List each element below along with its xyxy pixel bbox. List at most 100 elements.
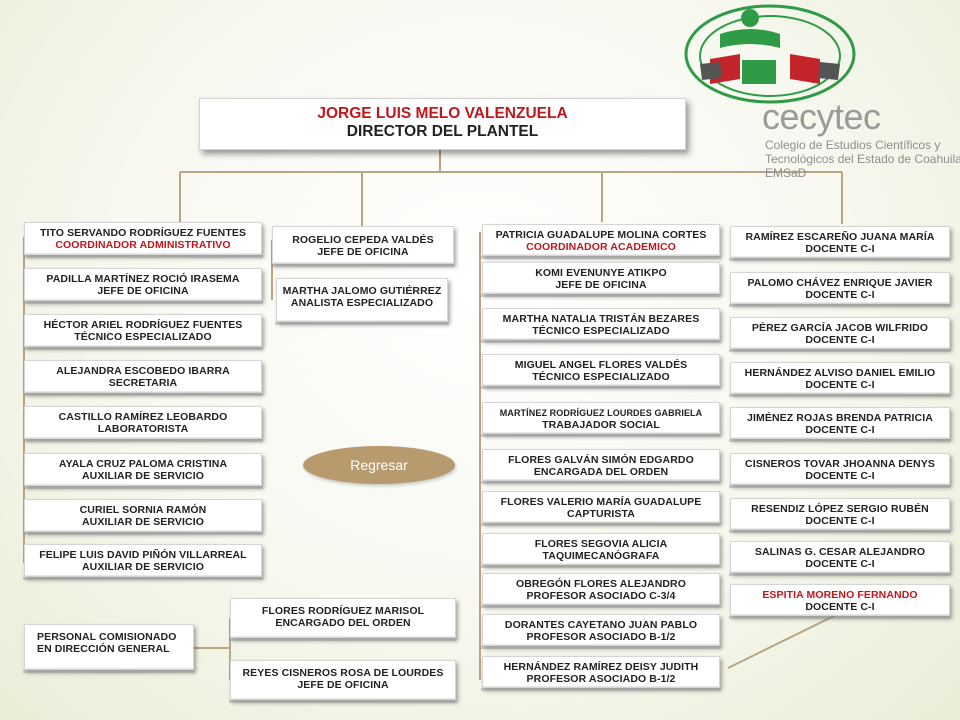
staff-box: RAMÍREZ ESCAREÑO JUANA MARÍA DOCENTE C-I bbox=[729, 226, 951, 261]
staff-box: FLORES RODRÍGUEZ MARISOL ENCARGADO DEL O… bbox=[229, 598, 457, 641]
staff-box: HÉCTOR ARIEL RODRÍGUEZ FUENTES TÉCNICO E… bbox=[23, 314, 263, 350]
staff-box: PATRICIA GUADALUPE MOLINA CORTES COORDIN… bbox=[481, 224, 721, 259]
staff-name: FLORES VALERIO MARÍA GUADALUPE bbox=[500, 496, 702, 508]
tagline-line: Colegio de Estudios Científicos y bbox=[765, 138, 941, 152]
staff-box: MIGUEL ANGEL FLORES VALDÉS TÉCNICO ESPEC… bbox=[481, 354, 721, 389]
staff-box: FLORES VALERIO MARÍA GUADALUPE CAPTURIST… bbox=[481, 491, 721, 526]
staff-box: FLORES SEGOVIA ALICIA TAQUIMECANÓGRAFA bbox=[481, 533, 721, 568]
regresar-button[interactable]: Regresar bbox=[303, 446, 455, 484]
staff-title: ENCARGADO DEL ORDEN bbox=[275, 617, 411, 629]
staff-name: FLORES GALVÁN SIMÓN EDGARDO bbox=[508, 454, 694, 466]
staff-title: AUXILIAR DE SERVICIO bbox=[82, 561, 204, 573]
staff-box: PALOMO CHÁVEZ ENRIQUE JAVIER DOCENTE C-I bbox=[729, 272, 951, 307]
staff-box: MARTÍNEZ RODRÍGUEZ LOURDES GABRIELA TRAB… bbox=[481, 402, 721, 437]
staff-name: ROGELIO CEPEDA VALDÉS bbox=[292, 234, 434, 246]
staff-box: MARTHA JALOMO GUTIÉRREZ ANALISTA ESPECIA… bbox=[275, 278, 449, 325]
staff-name: RAMÍREZ ESCAREÑO JUANA MARÍA bbox=[745, 231, 935, 243]
staff-box: ESPITIA MORENO FERNANDO DOCENTE C-I bbox=[729, 584, 951, 619]
staff-name: MARTHA JALOMO GUTIÉRREZ bbox=[282, 285, 442, 297]
staff-title: JEFE DE OFICINA bbox=[297, 679, 389, 691]
staff-name: ESPITIA MORENO FERNANDO bbox=[762, 589, 918, 601]
staff-title: PROFESOR ASOCIADO B-1/2 bbox=[526, 673, 676, 685]
staff-title: COORDINADOR ACADEMICO bbox=[526, 241, 676, 253]
staff-title: ENCARGADA DEL ORDEN bbox=[533, 466, 669, 478]
staff-box: HERNÁNDEZ ALVISO DANIEL EMILIO DOCENTE C… bbox=[729, 362, 951, 397]
staff-title: DOCENTE C-I bbox=[805, 515, 875, 527]
staff-title: DOCENTE C-I bbox=[805, 334, 875, 346]
staff-name: ALEJANDRA ESCOBEDO IBARRA bbox=[56, 365, 230, 377]
staff-title: AUXILIAR DE SERVICIO bbox=[82, 470, 204, 482]
staff-box: CISNEROS TOVAR JHOANNA DENYS DOCENTE C-I bbox=[729, 453, 951, 488]
staff-name: OBREGÓN FLORES ALEJANDRO bbox=[515, 578, 687, 590]
staff-title: TÉCNICO ESPECIALIZADO bbox=[532, 325, 670, 337]
staff-title: SECRETARIA bbox=[108, 377, 178, 389]
staff-name: PALOMO CHÁVEZ ENRIQUE JAVIER bbox=[747, 277, 933, 289]
staff-title: COORDINADOR ADMINISTRATIVO bbox=[55, 239, 231, 251]
staff-box: AYALA CRUZ PALOMA CRISTINA AUXILIAR DE S… bbox=[23, 453, 263, 489]
staff-name: HÉCTOR ARIEL RODRÍGUEZ FUENTES bbox=[43, 319, 243, 331]
staff-name: FLORES SEGOVIA ALICIA bbox=[534, 538, 668, 550]
staff-title: TÉCNICO ESPECIALIZADO bbox=[74, 331, 212, 343]
staff-box: SALINAS G. CESAR ALEJANDRO DOCENTE C-I bbox=[729, 541, 951, 576]
staff-box: KOMI EVENUNYE ATIKPO JEFE DE OFICINA bbox=[481, 262, 721, 297]
staff-box: ALEJANDRA ESCOBEDO IBARRA SECRETARIA bbox=[23, 360, 263, 396]
staff-box: PERSONAL COMISIONADO EN DIRECCIÓN GENERA… bbox=[23, 624, 195, 673]
staff-name: REYES CISNEROS ROSA DE LOURDES bbox=[242, 667, 444, 679]
staff-name: MARTHA NATALIA TRISTÁN BEZARES bbox=[502, 313, 700, 325]
staff-box: FELIPE LUIS DAVID PIÑÓN VILLARREAL AUXIL… bbox=[23, 544, 263, 580]
staff-title: ANALISTA ESPECIALIZADO bbox=[290, 297, 434, 309]
staff-name: TITO SERVANDO RODRÍGUEZ FUENTES bbox=[39, 227, 247, 239]
staff-title: DOCENTE C-I bbox=[805, 470, 875, 482]
director-box: JORGE LUIS MELO VALENZUELA DIRECTOR DEL … bbox=[199, 98, 686, 150]
staff-name: HERNÁNDEZ ALVISO DANIEL EMILIO bbox=[744, 367, 936, 379]
staff-name: FLORES RODRÍGUEZ MARISOL bbox=[261, 605, 425, 617]
staff-box: PÉREZ GARCÍA JACOB WILFRIDO DOCENTE C-I bbox=[729, 317, 951, 352]
staff-name: PÉREZ GARCÍA JACOB WILFRIDO bbox=[751, 322, 929, 334]
staff-name: SALINAS G. CESAR ALEJANDRO bbox=[754, 546, 926, 558]
staff-box: MARTHA NATALIA TRISTÁN BEZARES TÉCNICO E… bbox=[481, 308, 721, 343]
staff-box: CURIEL SORNIA RAMÓN AUXILIAR DE SERVICIO bbox=[23, 499, 263, 535]
staff-box: OBREGÓN FLORES ALEJANDRO PROFESOR ASOCIA… bbox=[481, 573, 721, 608]
staff-name: DORANTES CAYETANO JUAN PABLO bbox=[504, 619, 698, 631]
staff-name: JIMÉNEZ ROJAS BRENDA PATRICIA bbox=[747, 412, 933, 424]
cecytec-logo bbox=[684, 4, 856, 104]
staff-title: JEFE DE OFICINA bbox=[317, 246, 409, 258]
staff-box: ROGELIO CEPEDA VALDÉS JEFE DE OFICINA bbox=[271, 226, 455, 267]
staff-box: FLORES GALVÁN SIMÓN EDGARDO ENCARGADA DE… bbox=[481, 449, 721, 484]
staff-title: DOCENTE C-I bbox=[805, 601, 875, 613]
staff-name: HERNÁNDEZ RAMÍREZ DEISY JUDITH bbox=[503, 661, 699, 673]
staff-name: PERSONAL COMISIONADO bbox=[37, 631, 177, 643]
staff-title: TÉCNICO ESPECIALIZADO bbox=[532, 371, 670, 383]
staff-name: PADILLA MARTÍNEZ ROCIÓ IRASEMA bbox=[46, 273, 240, 285]
staff-box: TITO SERVANDO RODRÍGUEZ FUENTES COORDINA… bbox=[23, 222, 263, 258]
staff-box: RESENDIZ LÓPEZ SERGIO RUBÉN DOCENTE C-I bbox=[729, 498, 951, 533]
staff-title: CAPTURISTA bbox=[567, 508, 635, 520]
director-name: JORGE LUIS MELO VALENZUELA bbox=[317, 105, 568, 122]
tagline-line: EMSaD bbox=[765, 166, 807, 180]
staff-name: PATRICIA GUADALUPE MOLINA CORTES bbox=[495, 229, 707, 241]
staff-box: PADILLA MARTÍNEZ ROCIÓ IRASEMA JEFE DE O… bbox=[23, 268, 263, 304]
staff-title: PROFESOR ASOCIADO B-1/2 bbox=[526, 631, 676, 643]
staff-name: MARTÍNEZ RODRÍGUEZ LOURDES GABRIELA bbox=[499, 408, 703, 418]
staff-box: JIMÉNEZ ROJAS BRENDA PATRICIA DOCENTE C-… bbox=[729, 407, 951, 442]
staff-title: TAQUIMECANÓGRAFA bbox=[542, 550, 660, 562]
staff-title: JEFE DE OFICINA bbox=[555, 279, 647, 291]
staff-box: REYES CISNEROS ROSA DE LOURDES JEFE DE O… bbox=[229, 660, 457, 703]
staff-title: DOCENTE C-I bbox=[805, 289, 875, 301]
staff-title: DOCENTE C-I bbox=[805, 558, 875, 570]
staff-title: LABORATORISTA bbox=[97, 423, 189, 435]
staff-name: KOMI EVENUNYE ATIKPO bbox=[535, 267, 667, 279]
staff-name: CASTILLO RAMÍREZ LEOBARDO bbox=[58, 411, 228, 423]
staff-name: CISNEROS TOVAR JHOANNA DENYS bbox=[745, 458, 935, 470]
staff-name: FELIPE LUIS DAVID PIÑÓN VILLARREAL bbox=[39, 549, 247, 561]
staff-box: CASTILLO RAMÍREZ LEOBARDO LABORATORISTA bbox=[23, 406, 263, 442]
brand-tagline: Colegio de Estudios Científicos y Tecnol… bbox=[765, 138, 960, 180]
staff-title: EN DIRECCIÓN GENERAL bbox=[37, 643, 170, 655]
staff-name: RESENDIZ LÓPEZ SERGIO RUBÉN bbox=[751, 503, 929, 515]
staff-name: CURIEL SORNIA RAMÓN bbox=[79, 504, 207, 516]
staff-title: PROFESOR ASOCIADO C-3/4 bbox=[526, 590, 676, 602]
staff-title: AUXILIAR DE SERVICIO bbox=[82, 516, 204, 528]
director-title: DIRECTOR DEL PLANTEL bbox=[346, 123, 539, 140]
staff-title: JEFE DE OFICINA bbox=[97, 285, 189, 297]
